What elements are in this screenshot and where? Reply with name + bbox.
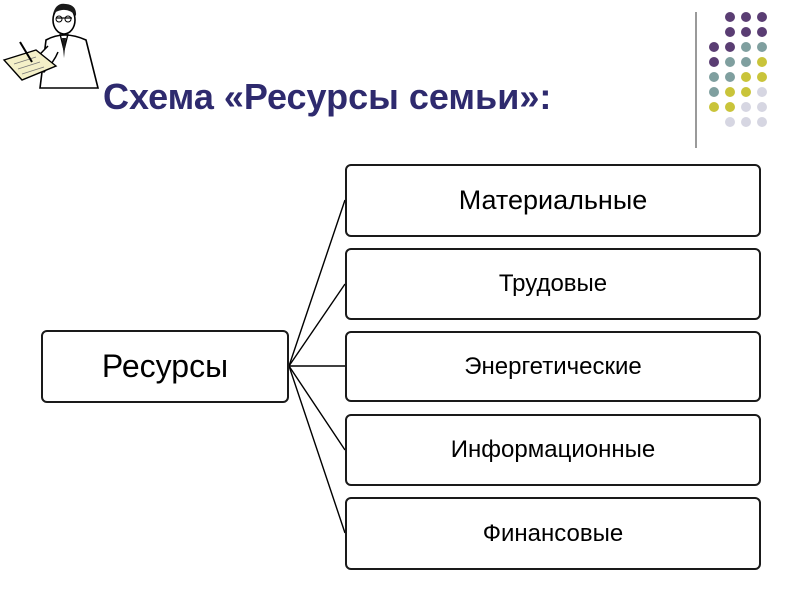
- decorative-dot: [725, 117, 735, 127]
- decorative-dot: [725, 12, 735, 22]
- decorative-dot: [741, 102, 751, 112]
- branch-node-energy: Энергетические: [345, 331, 761, 402]
- decorative-dot: [725, 87, 735, 97]
- slide-title: Схема «Ресурсы семьи»:: [103, 76, 552, 117]
- decorative-dot: [741, 42, 751, 52]
- decorative-dot: [741, 27, 751, 37]
- decorative-dot: [709, 87, 719, 97]
- connector-line: [288, 283, 346, 367]
- decorative-dot: [757, 27, 767, 37]
- decorative-dot: [757, 72, 767, 82]
- decorative-dot: [725, 57, 735, 67]
- decorative-dot: [757, 102, 767, 112]
- branch-node-label: Трудовые: [498, 270, 608, 297]
- decorative-dot: [757, 117, 767, 127]
- decorative-dot: [709, 72, 719, 82]
- decorative-dot: [725, 102, 735, 112]
- decorative-dot-grid: [709, 12, 767, 127]
- branch-node-label: Информационные: [450, 436, 656, 463]
- connector-line: [288, 365, 346, 534]
- branch-node-labor: Трудовые: [345, 248, 761, 320]
- root-node-label: Ресурсы: [101, 348, 229, 384]
- decorative-dot: [725, 27, 735, 37]
- writing-scientist-icon: [2, 3, 100, 89]
- decorative-dot: [741, 12, 751, 22]
- decorative-dot: [725, 42, 735, 52]
- decorative-dot: [725, 72, 735, 82]
- branch-node-label: Материальные: [458, 185, 648, 215]
- decorative-dot: [741, 72, 751, 82]
- decorative-dot: [757, 57, 767, 67]
- decorative-divider: [695, 12, 697, 148]
- branch-node-material: Материальные: [345, 164, 761, 237]
- decorative-dot: [757, 42, 767, 52]
- decorative-dot: [709, 42, 719, 52]
- decorative-dot: [709, 102, 719, 112]
- decorative-dot: [709, 57, 719, 67]
- connector-line: [288, 199, 346, 367]
- root-node: Ресурсы: [41, 330, 289, 403]
- branch-node-financial: Финансовые: [345, 497, 761, 570]
- branch-node-label: Энергетические: [464, 352, 642, 380]
- branch-node-label: Финансовые: [482, 519, 624, 547]
- decorative-dot: [741, 117, 751, 127]
- connector-line: [288, 365, 346, 451]
- branch-node-information: Информационные: [345, 414, 761, 486]
- decorative-dot: [757, 12, 767, 22]
- decorative-dot: [741, 57, 751, 67]
- decorative-dot: [741, 87, 751, 97]
- decorative-dot: [757, 87, 767, 97]
